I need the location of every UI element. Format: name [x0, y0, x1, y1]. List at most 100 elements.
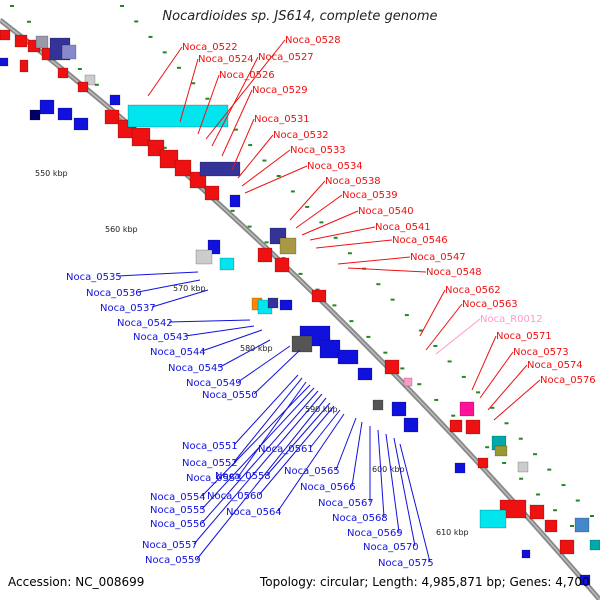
gene-label: Noca_0526 — [219, 70, 275, 81]
gene-feature — [589, 539, 600, 551]
gene-leader-line — [201, 387, 315, 510]
gc-tick — [561, 484, 566, 487]
gene-leader-line — [253, 349, 301, 395]
kbp-scale-label: 570 kbp — [173, 284, 206, 293]
gc-tick — [233, 128, 238, 131]
gene-label: Noca_0573 — [513, 347, 569, 358]
gene-label: Noca_0559 — [145, 555, 201, 566]
kbp-scale-label: 600 kbp — [372, 465, 405, 474]
gene-feature — [579, 574, 591, 586]
gene-leader-line — [301, 210, 359, 236]
gene-label: Noca_0570 — [363, 542, 419, 553]
gene-leader-line — [315, 239, 393, 249]
gene-leader-line — [393, 437, 416, 547]
gene-feature — [319, 339, 341, 359]
gc-tick — [504, 422, 509, 425]
gc-tick — [148, 35, 153, 38]
gene-leader-line — [425, 303, 463, 351]
gene-feature — [199, 161, 241, 177]
gene-label: Noca_0527 — [258, 52, 314, 63]
gene-feature — [494, 445, 508, 457]
gene-leader-line — [184, 325, 255, 337]
gene-leader-line — [277, 413, 345, 512]
gene-label: Noca_0524 — [198, 54, 254, 65]
gene-leader-line — [168, 319, 251, 323]
gene-feature — [29, 109, 41, 121]
gc-tick — [248, 144, 253, 147]
gene-feature — [391, 401, 407, 417]
kbp-scale-label: 610 kbp — [436, 528, 469, 537]
gene-feature — [454, 462, 466, 474]
gene-feature — [279, 237, 297, 255]
gc-tick — [390, 298, 395, 301]
gc-tick — [162, 146, 167, 149]
gc-tick — [433, 345, 438, 347]
gene-label: Noca_0554 — [150, 492, 206, 503]
gene-feature — [357, 367, 373, 381]
gene-feature — [465, 419, 481, 435]
gc-tick — [298, 272, 303, 275]
gene-leader-line — [335, 417, 357, 471]
gc-tick — [347, 252, 352, 255]
gc-tick — [10, 5, 14, 7]
gc-tick — [461, 375, 466, 378]
gc-tick — [305, 205, 310, 208]
gene-leader-line — [237, 134, 274, 179]
gc-tick — [349, 320, 354, 323]
gc-tick — [547, 468, 552, 471]
gene-leader-line — [493, 379, 541, 421]
gene-feature — [35, 35, 49, 49]
gene-label: Noca_0542 — [117, 318, 173, 329]
gene-leader-line — [337, 256, 411, 265]
gc-tick — [26, 20, 31, 23]
gene-feature — [229, 194, 241, 208]
gc-tick — [262, 159, 267, 162]
gene-leader-line — [211, 56, 259, 147]
gc-tick — [315, 288, 320, 291]
gene-label: Noca_0564 — [226, 507, 282, 518]
gene-leader-line — [347, 267, 427, 273]
gene-label: Noca_0548 — [426, 267, 482, 278]
gene-feature — [521, 549, 531, 559]
gc-tick — [575, 499, 580, 502]
gene-leader-line — [117, 271, 199, 277]
gene-label: Noca_0551 — [182, 441, 238, 452]
kbp-scale-label: 550 kbp — [35, 169, 68, 178]
gene-leader-line — [471, 335, 497, 391]
gene-label: Noca_0567 — [318, 498, 374, 509]
gc-tick — [533, 453, 538, 456]
gene-leader-line — [219, 339, 271, 368]
gene-leader-line — [196, 397, 327, 560]
gene-label: Noca_0575 — [378, 558, 434, 569]
gene-leader-line — [237, 345, 291, 383]
gene-leader-line — [231, 118, 255, 171]
gc-tick — [417, 383, 422, 386]
gene-leader-line — [399, 443, 431, 563]
gc-tick — [376, 283, 381, 286]
gene-leader-line — [197, 74, 220, 135]
gene-leader-line — [419, 289, 446, 337]
gene-label: Noca_0561 — [258, 444, 314, 455]
gene-feature — [291, 335, 313, 353]
gene-label: Noca_0547 — [410, 252, 466, 263]
gene-feature — [204, 185, 220, 201]
kbp-scale-label: 580 kbp — [240, 344, 273, 353]
gene-feature — [159, 149, 179, 169]
gene-leader-line — [309, 226, 376, 241]
gc-tick — [536, 493, 541, 496]
gc-tick — [400, 367, 405, 370]
gc-tick — [134, 20, 139, 23]
gene-feature — [384, 359, 400, 375]
gc-tick — [451, 414, 456, 417]
gene-feature — [499, 499, 527, 519]
gene-label: Noca_0566 — [300, 482, 356, 493]
gc-tick — [519, 477, 524, 480]
gene-leader-line — [258, 405, 335, 496]
gene-feature — [372, 399, 384, 411]
gc-tick — [502, 461, 507, 464]
gene-leader-line — [479, 351, 514, 399]
gene-label: Noca_0543 — [133, 332, 189, 343]
gene-feature — [195, 249, 213, 265]
